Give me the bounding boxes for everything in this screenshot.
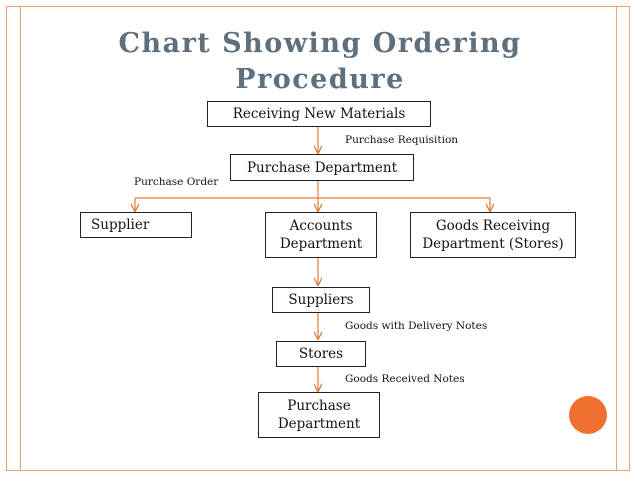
left-rail-line bbox=[20, 6, 21, 471]
purchase-requisition-label: Purchase Requisition bbox=[345, 134, 459, 146]
purchase-order-label: Purchase Order bbox=[134, 176, 219, 188]
suppliers-box: Suppliers bbox=[272, 287, 370, 313]
purchase-department-bottom-box: Purchase Department bbox=[258, 392, 380, 438]
goods-receiving-department-box: Goods Receiving Department (Stores) bbox=[410, 212, 576, 258]
orange-circle-decoration bbox=[569, 396, 607, 434]
receiving-new-materials-box: Receiving New Materials bbox=[207, 101, 431, 127]
supplier-box: Supplier bbox=[80, 212, 192, 238]
stores-box: Stores bbox=[276, 341, 366, 367]
slide-title: Chart Showing Ordering Procedure bbox=[118, 28, 522, 95]
goods-received-notes-label: Goods Received Notes bbox=[345, 373, 465, 385]
accounts-department-box: Accounts Department bbox=[265, 212, 377, 258]
slide-frame bbox=[6, 6, 630, 471]
right-rail-line bbox=[616, 6, 617, 471]
goods-with-delivery-notes-label: Goods with Delivery Notes bbox=[345, 320, 488, 332]
purchase-department-top-box: Purchase Department bbox=[230, 154, 414, 181]
